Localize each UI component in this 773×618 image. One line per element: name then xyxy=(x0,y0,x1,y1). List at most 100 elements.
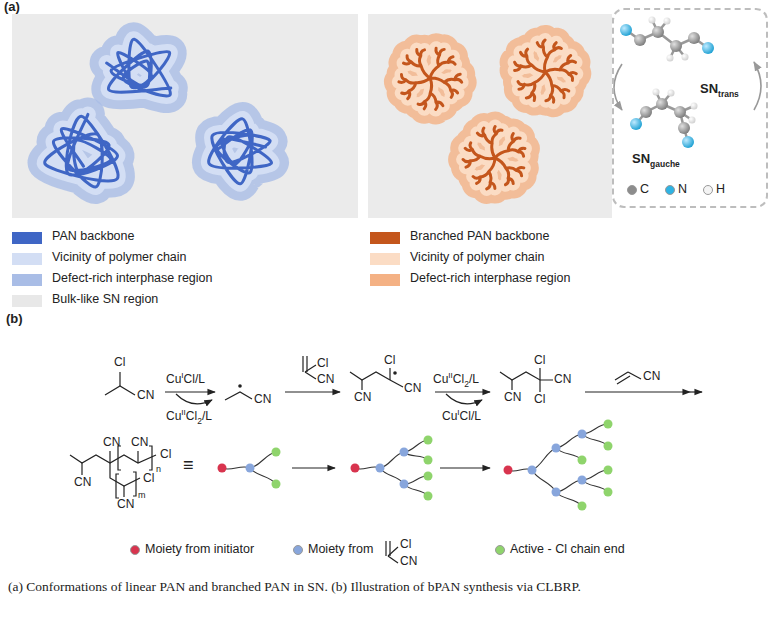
vicinity-halo xyxy=(399,48,462,109)
interphase-halo xyxy=(399,48,462,109)
legend-entry: Moiety from xyxy=(308,542,373,556)
moiety-dot xyxy=(504,466,513,475)
pan-backbone xyxy=(209,119,272,184)
chem-label: Cl xyxy=(534,393,545,407)
moiety-dot xyxy=(376,464,385,473)
legend-swatch xyxy=(370,274,400,286)
moiety-dot xyxy=(351,464,360,473)
label-text: CN xyxy=(354,390,371,404)
bulk-region xyxy=(368,14,612,218)
label-text: CN xyxy=(131,435,148,449)
legend-entry: Vicinity of polymer chain xyxy=(52,250,187,264)
moiety-dot xyxy=(604,488,613,497)
chem-label: n xyxy=(156,464,161,474)
legend-swatch xyxy=(703,185,713,195)
chem-label: ≡ xyxy=(183,455,194,476)
chem-label: CN xyxy=(554,373,571,387)
legend-text: Moiety from initiator xyxy=(145,542,254,556)
label-text: /L xyxy=(469,372,479,386)
legend-text: Branched PAN backbone xyxy=(410,229,549,243)
pan-backbone xyxy=(107,39,171,96)
moiety-dot xyxy=(246,464,255,473)
vicinity-halo xyxy=(209,119,272,184)
legend-entry: N xyxy=(678,182,687,196)
legend-swatch xyxy=(12,295,42,307)
legend-entry: Defect-rich interphase region xyxy=(410,271,571,285)
label-text: I xyxy=(457,408,459,417)
chem-label: CN xyxy=(504,391,521,405)
label-text: 2 xyxy=(197,416,202,426)
legend-entry: H xyxy=(716,182,725,196)
moiety-dot xyxy=(272,480,281,489)
chem-label: Cl xyxy=(317,357,328,371)
label-text: Cl xyxy=(160,447,171,461)
branching-networks xyxy=(218,420,613,511)
moiety-dot xyxy=(424,492,433,501)
chain-segment xyxy=(532,448,556,470)
chem-label: Cl xyxy=(384,354,395,368)
chem-label: CuIICl2/L xyxy=(433,373,479,387)
conformer-label: SNtrans xyxy=(700,82,739,97)
legend-swatch xyxy=(627,185,637,195)
label-text: ≡ xyxy=(183,455,194,475)
interphase-halo xyxy=(463,127,525,189)
legend-entry: PAN backbone xyxy=(52,229,134,243)
moiety-dot xyxy=(552,444,561,453)
label-text: Cu xyxy=(442,409,457,423)
label-text: Cl xyxy=(114,355,125,369)
conformer-text: trans xyxy=(718,89,739,99)
vicinity-halo xyxy=(515,40,577,102)
conformer-box: SNtransSNgauche xyxy=(612,8,768,208)
sn-bonds xyxy=(626,20,708,142)
label-text: Cl/L xyxy=(184,372,205,386)
chain-segment xyxy=(250,468,276,484)
moiety-dot xyxy=(578,456,587,465)
conformer-label: SNgauche xyxy=(632,152,680,167)
legend-swatch xyxy=(12,232,42,244)
legend-text: H xyxy=(716,182,725,196)
label-text: (a) xyxy=(4,0,20,14)
label-text: CN xyxy=(317,372,334,386)
label-text: n xyxy=(156,464,161,474)
chain-segment xyxy=(250,452,276,468)
label-text: CN xyxy=(254,392,271,406)
legend-text: Vicinity of polymer chain xyxy=(410,250,545,264)
label-text: CN xyxy=(554,372,571,386)
legend-text: Active - Cl chain end xyxy=(510,542,625,556)
bpan-backbone xyxy=(463,127,525,189)
legend-entry: Vicinity of polymer chain xyxy=(410,250,545,264)
legend-text: N xyxy=(678,182,687,196)
conformer-text: SN xyxy=(700,81,718,96)
legend-text: Defect-rich interphase region xyxy=(410,271,571,285)
chem-label: CN xyxy=(643,370,660,384)
legend-swatch xyxy=(12,253,42,265)
bpan-backbone xyxy=(515,40,577,102)
moiety-dot xyxy=(604,420,613,429)
chem-label: Cl xyxy=(143,472,154,486)
legend-entry: Active - Cl chain end xyxy=(510,542,625,556)
label-text: CN xyxy=(117,497,134,511)
legend-text: Bulk-like SN region xyxy=(52,292,158,306)
label-text: II xyxy=(181,408,185,417)
moiety-dot xyxy=(578,502,587,511)
label-text: Cu xyxy=(433,372,448,386)
legend-swatch xyxy=(12,274,42,286)
legend-text: C xyxy=(640,182,649,196)
label-text: (b) xyxy=(6,311,23,326)
polymer-chains xyxy=(45,39,577,189)
label-text: Cu xyxy=(166,409,181,423)
label-text: Cl/L xyxy=(460,409,481,423)
legend-entry: Branched PAN backbone xyxy=(410,229,549,243)
chem-label: CN xyxy=(103,436,120,450)
chem-label: CN xyxy=(354,391,371,405)
bulk-region xyxy=(12,14,358,218)
legend-text: Vicinity of polymer chain xyxy=(52,250,187,264)
conformer-text: SN xyxy=(632,151,650,166)
pan-backbone xyxy=(45,114,118,187)
chem-label: CuIICl2/L xyxy=(166,410,212,424)
moiety-dot xyxy=(424,436,433,445)
legend-swatch xyxy=(370,253,400,265)
chem-label: CuICl/L xyxy=(166,373,205,387)
